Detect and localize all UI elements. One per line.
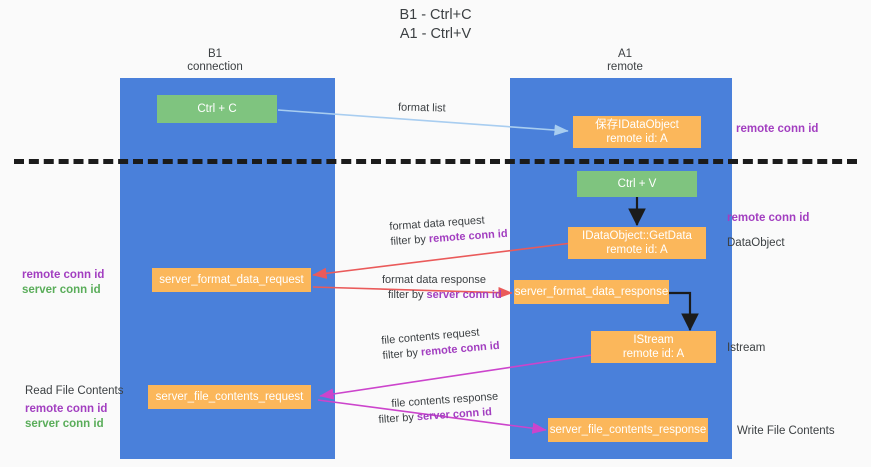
node-save-idataobject[interactable]: 保存IDataObject remote id: A	[573, 116, 701, 148]
right-label-istream: Istream	[727, 342, 766, 354]
title-line-1: B1 - Ctrl+C	[399, 7, 472, 23]
node-istream[interactable]: IStream remote id: A	[591, 331, 716, 363]
column-header-a1: A1 remote	[510, 48, 740, 74]
node-server-format-data-request[interactable]: server_format_data_request	[152, 268, 311, 292]
column-header-b1: B1 connection	[120, 48, 310, 74]
node-server-file-contents-response[interactable]: server_file_contents_response	[548, 418, 708, 442]
column-b1-role: connection	[187, 61, 243, 73]
right-label-remote-conn-id-top: remote conn id	[736, 123, 819, 135]
filter-key-server-conn-id: server conn id	[426, 289, 502, 301]
section-divider	[14, 159, 857, 164]
right-label-dataobject: DataObject	[727, 237, 785, 249]
node-ctrl-c[interactable]: Ctrl + C	[157, 95, 277, 123]
filter-key-server-conn-id: server conn id	[416, 406, 493, 424]
left-legend-server-conn-id-bottom: server conn id	[25, 418, 104, 430]
node-save-idataobject-line1: 保存IDataObject	[595, 119, 679, 131]
column-a1-name: A1	[617, 48, 633, 60]
page-title: B1 - Ctrl+C A1 - Ctrl+V	[0, 6, 871, 44]
node-istream-line1: IStream	[633, 334, 674, 346]
node-ctrl-c-label: Ctrl + C	[197, 103, 237, 115]
node-save-idataobject-line2: remote id: A	[606, 133, 668, 145]
node-ctrl-v[interactable]: Ctrl + V	[577, 171, 697, 197]
filter-prefix: filter by	[388, 289, 427, 301]
node-istream-line2: remote id: A	[622, 348, 685, 360]
arrow-format-data-request	[312, 242, 573, 279]
flow-format-list-text: format list	[397, 101, 446, 115]
node-server-format-data-response-label: server_format_data_response	[514, 286, 669, 298]
node-ctrl-v-label: Ctrl + V	[617, 178, 657, 190]
left-legend-remote-conn-id-bottom: remote conn id	[25, 403, 108, 415]
node-getdata-line1: IDataObject::GetData	[582, 230, 692, 242]
flow-format-data-response-filter: filter by server conn id	[382, 288, 502, 303]
flow-format-data-response-text: format data response	[382, 274, 486, 286]
right-label-write-file-contents: Write File Contents	[737, 425, 835, 437]
filter-prefix: filter by	[378, 411, 418, 426]
node-server-file-contents-request-label: server_file_contents_request	[155, 391, 304, 403]
arrow-format-list	[277, 109, 569, 136]
left-legend-remote-conn-id-mid: remote conn id	[22, 269, 105, 281]
flow-label-format-data-response: format data response filter by server co…	[382, 273, 502, 303]
filter-prefix: filter by	[382, 346, 422, 362]
node-server-file-contents-request[interactable]: server_file_contents_request	[148, 385, 311, 409]
left-legend-server-conn-id-mid: server conn id	[22, 284, 101, 296]
node-server-format-data-response[interactable]: server_format_data_response	[514, 280, 669, 304]
arrow-file-contents-request	[319, 354, 593, 400]
column-b1-name: B1	[207, 48, 223, 60]
left-label-read-file-contents: Read File Contents	[25, 385, 124, 397]
arrow-response-to-istream	[668, 291, 699, 332]
flow-label-format-list: format list	[398, 101, 446, 117]
right-label-remote-conn-id-mid: remote conn id	[727, 212, 810, 224]
arrow-file-contents-response	[317, 399, 547, 434]
filter-prefix: filter by	[390, 233, 430, 248]
arrow-format-data-response	[312, 286, 513, 299]
node-server-file-contents-response-label: server_file_contents_response	[549, 424, 707, 436]
column-a1-role: remote	[607, 61, 643, 73]
node-getdata-line2: remote id: A	[606, 244, 668, 256]
node-idataobject-getdata[interactable]: IDataObject::GetData remote id: A	[568, 227, 706, 259]
title-line-2: A1 - Ctrl+V	[399, 26, 472, 42]
node-server-format-data-request-label: server_format_data_request	[159, 274, 304, 286]
